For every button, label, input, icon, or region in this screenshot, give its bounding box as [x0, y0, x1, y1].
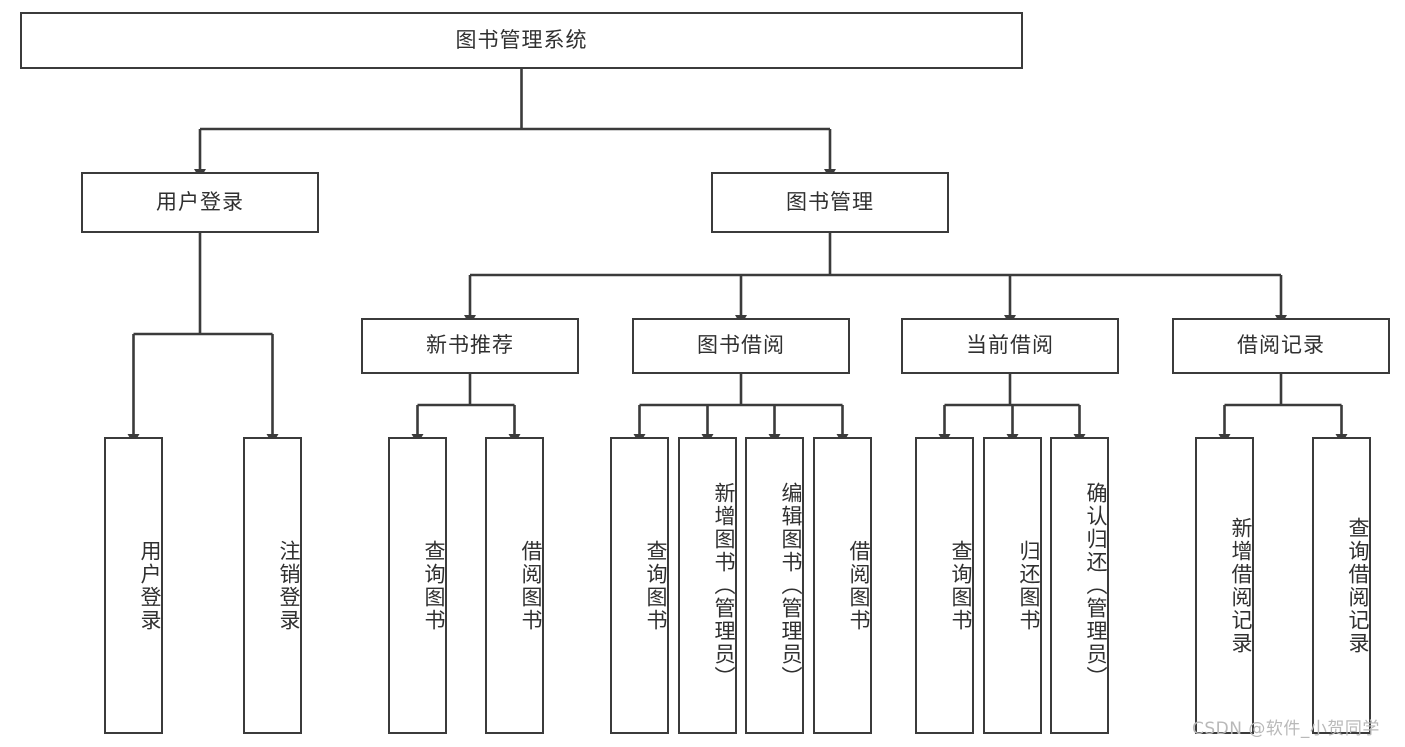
node-leaf-borrow-book-a[interactable]: 借阅图书: [485, 437, 544, 734]
node-user-login[interactable]: 用户登录: [81, 172, 319, 233]
node-label: 归还图书: [1017, 539, 1041, 632]
node-book-borrow[interactable]: 图书借阅: [632, 318, 850, 374]
node-leaf-return-book[interactable]: 归还图书: [983, 437, 1042, 734]
node-leaf-query-book-a[interactable]: 查询图书: [388, 437, 447, 734]
node-leaf-edit-book[interactable]: 编辑图书（管理员）: [745, 437, 804, 734]
node-label: 查询图书: [422, 539, 446, 632]
node-leaf-logout[interactable]: 注销登录: [243, 437, 302, 734]
node-leaf-query-book-b[interactable]: 查询图书: [610, 437, 669, 734]
node-new-book-rec[interactable]: 新书推荐: [361, 318, 579, 374]
node-leaf-user-login[interactable]: 用户登录: [104, 437, 163, 734]
node-leaf-query-record[interactable]: 查询借阅记录: [1312, 437, 1371, 734]
node-label: 注销登录: [277, 539, 301, 632]
node-leaf-add-book[interactable]: 新增图书（管理员）: [678, 437, 737, 734]
node-label: 图书管理: [786, 189, 874, 214]
node-label: 查询图书: [949, 539, 973, 632]
node-root[interactable]: 图书管理系统: [20, 12, 1023, 69]
node-label: 查询图书: [644, 539, 668, 632]
node-label: 确认归还（管理员）: [1084, 482, 1108, 689]
node-label: 新增借阅记录: [1229, 516, 1253, 655]
node-label: 查询借阅记录: [1346, 516, 1370, 655]
node-label: 用户登录: [156, 189, 244, 214]
node-label: 用户登录: [138, 539, 162, 632]
node-leaf-borrow-book-b[interactable]: 借阅图书: [813, 437, 872, 734]
node-label: 编辑图书（管理员）: [779, 482, 803, 689]
node-label: 图书管理系统: [455, 27, 588, 52]
node-label: 图书借阅: [697, 333, 785, 358]
node-label: 借阅记录: [1237, 333, 1325, 358]
node-label: 借阅图书: [847, 539, 871, 632]
node-book-manage[interactable]: 图书管理: [711, 172, 949, 233]
node-leaf-add-record[interactable]: 新增借阅记录: [1195, 437, 1254, 734]
node-label: 新增图书（管理员）: [712, 482, 736, 689]
node-label: 当前借阅: [966, 333, 1054, 358]
node-leaf-query-book-c[interactable]: 查询图书: [915, 437, 974, 734]
edge-group: [127, 69, 1348, 444]
node-current-borrow[interactable]: 当前借阅: [901, 318, 1119, 374]
node-label: 新书推荐: [426, 333, 514, 358]
node-leaf-confirm-return[interactable]: 确认归还（管理员）: [1050, 437, 1109, 734]
node-borrow-record[interactable]: 借阅记录: [1172, 318, 1390, 374]
watermark-label: CSDN @软件_小贺同学: [1192, 719, 1380, 739]
node-label: 借阅图书: [519, 539, 543, 632]
